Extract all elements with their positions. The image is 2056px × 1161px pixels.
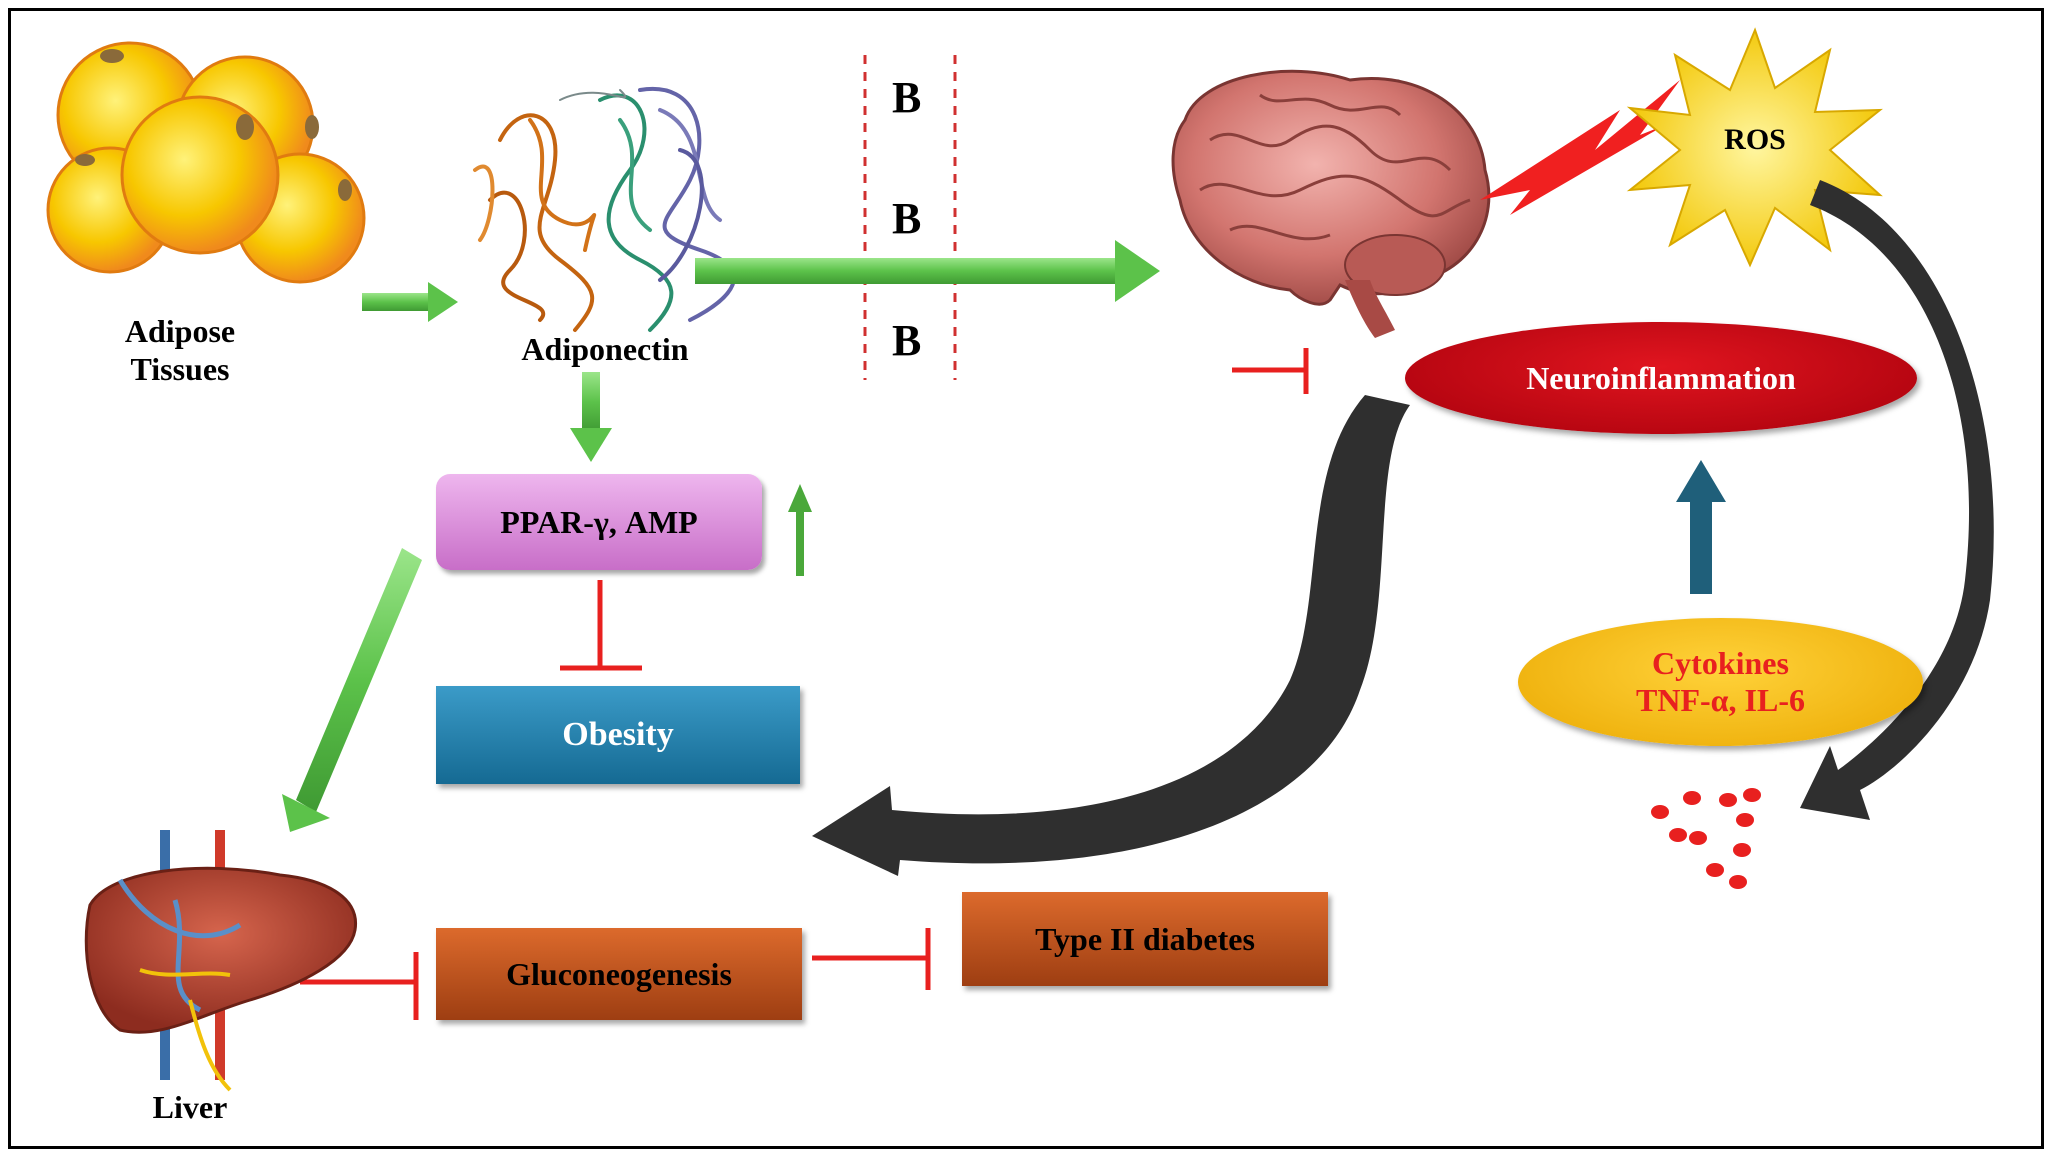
inhibit-liver-gluconeogenesis [300, 952, 419, 1020]
obesity-label: Obesity [562, 716, 674, 753]
cytokines-ellipse: Cytokines TNF-α, IL-6 [1518, 618, 1923, 746]
curved-arrow-neuro-to-obesity [812, 395, 1410, 876]
neuroinflammation-ellipse: Neuroinflammation [1405, 322, 1917, 434]
arrow-adipose-to-adiponectin [362, 282, 458, 322]
type2-diabetes-box: Type II diabetes [962, 892, 1328, 986]
ppar-label: PPAR-γ, AMP [500, 503, 698, 540]
curved-arrow-ros-to-cytokines [1800, 180, 1994, 820]
lightning-icon [1480, 80, 1680, 215]
type2-diabetes-label: Type II diabetes [1035, 920, 1255, 957]
arrow-cytokines-to-neuro [1676, 460, 1726, 594]
gluconeogenesis-box: Gluconeogenesis [436, 928, 802, 1020]
liver-label: Liver [152, 1089, 228, 1125]
inhibit-gluconeogenesis-type2 [812, 928, 931, 990]
cytokines-label-line1: Cytokines [1652, 645, 1789, 681]
adipose-label-line2: Tissues [130, 351, 230, 388]
adiponectin-protein-icon [473, 86, 736, 332]
inhibit-ppar-obesity [560, 580, 642, 671]
cytokines-label-line2: TNF-α, IL-6 [1636, 682, 1805, 718]
arrow-adiponectin-to-ppar [570, 372, 612, 462]
brain-icon [1171, 69, 1491, 338]
bbb-letter-3: B [892, 316, 922, 365]
gluconeogenesis-label: Gluconeogenesis [506, 955, 732, 992]
adipose-label-line1: Adipose [124, 313, 236, 349]
bbb-letter-2: B [892, 194, 922, 243]
neuroinflammation-label: Neuroinflammation [1526, 359, 1796, 396]
arrow-adiponectin-to-brain [695, 240, 1160, 302]
adipose-cells-icon [46, 41, 366, 284]
diagram-border [8, 8, 2044, 1149]
liver-icon [84, 830, 358, 1092]
bbb-letter-1: B [892, 73, 922, 122]
cytokine-dots-icon [1651, 788, 1761, 889]
arrow-up-green [788, 484, 812, 576]
obesity-box: Obesity [436, 686, 800, 784]
ppar-box: PPAR-γ, AMP [436, 474, 762, 570]
adiponectin-label: Adiponectin [521, 331, 689, 367]
arrow-ppar-to-liver [282, 548, 422, 832]
ros-label: ROS [1724, 123, 1786, 156]
adipose-label: Adipose Tissues [70, 312, 290, 389]
inhibit-brain [1232, 348, 1309, 394]
